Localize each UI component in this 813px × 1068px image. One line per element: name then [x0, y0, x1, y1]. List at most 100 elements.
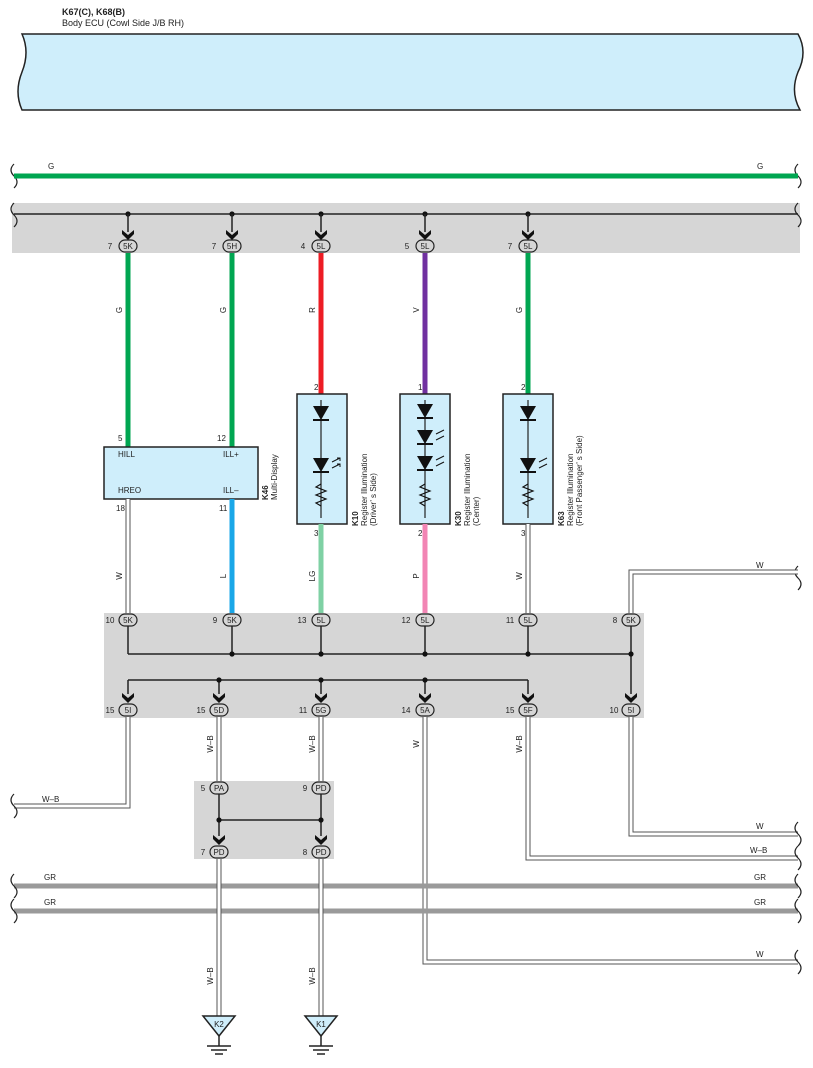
svg-text:15: 15 [506, 706, 515, 715]
svg-text:Register Illumination: Register Illumination [360, 454, 369, 526]
md-illm: ILL– [223, 486, 239, 495]
register-k10 [296, 393, 348, 525]
register-k63 [502, 393, 554, 525]
svg-text:5K: 5K [626, 616, 636, 625]
svg-text:4: 4 [301, 242, 306, 251]
svg-text:8: 8 [303, 848, 308, 857]
svg-text:5K: 5K [227, 616, 237, 625]
mid-top-connectors: 5K 10 5K 9 5L 13 5L 12 5L 11 5K 8 [106, 613, 641, 627]
svg-text:5H: 5H [227, 242, 237, 251]
svg-text:R: R [308, 307, 317, 313]
svg-text:G: G [515, 307, 524, 313]
svg-text:W: W [412, 740, 421, 748]
wire-label-hreo: W [115, 572, 124, 580]
svg-text:5L: 5L [317, 242, 326, 251]
svg-text:7: 7 [508, 242, 513, 251]
svg-text:10: 10 [106, 616, 115, 625]
svg-text:G: G [115, 307, 124, 313]
ground-k1-label: K1 [316, 1020, 326, 1029]
upper-wire-labels: G G R V G [115, 307, 524, 313]
svg-text:PA: PA [214, 784, 225, 793]
md-pin-illp: 12 [217, 434, 226, 443]
wire-label-k10: LG [308, 571, 317, 582]
svg-text:G: G [219, 307, 228, 313]
wire-label-k63: W [515, 572, 524, 580]
svg-text:1: 1 [418, 383, 423, 392]
ground-k2-label: K2 [214, 1020, 224, 1029]
svg-text:11: 11 [506, 616, 515, 625]
svg-text:7: 7 [108, 242, 113, 251]
ecu-code: K67(C), K68(B) [62, 7, 126, 17]
wire-label-k30: P [412, 573, 421, 578]
upper-connector-2: 5L 4 [301, 239, 331, 253]
upper-junction-band [12, 203, 800, 253]
md-illp: ILL+ [223, 450, 239, 459]
wire-w-right-top [629, 570, 798, 613]
gr2-label-left: GR [44, 898, 56, 907]
svg-text:(Driver’ s Side): (Driver’ s Side) [369, 473, 378, 526]
svg-text:3: 3 [314, 529, 319, 538]
svg-text:Register Illumination: Register Illumination [566, 454, 575, 526]
mid-internal-wiring [127, 626, 632, 694]
upper-connector-4: 5L 7 [508, 239, 538, 253]
body-ecu-box [17, 33, 804, 111]
svg-text:5L: 5L [524, 242, 533, 251]
svg-text:10: 10 [610, 706, 619, 715]
svg-text:W–B: W–B [206, 735, 215, 752]
svg-text:5A: 5A [420, 706, 430, 715]
svg-text:W: W [756, 822, 764, 831]
svg-text:V: V [412, 307, 421, 313]
gr1-label-left: GR [44, 873, 56, 882]
break-mark [10, 202, 18, 228]
register-k30 [399, 393, 451, 525]
md-hreo: HREO [118, 486, 141, 495]
svg-text:7: 7 [201, 848, 206, 857]
svg-text:15: 15 [197, 706, 206, 715]
ecu-name: Body ECU (Cowl Side J/B RH) [62, 18, 185, 28]
md-pin-hreo: 18 [116, 504, 125, 513]
svg-text:PD: PD [315, 848, 326, 857]
svg-text:(Front Passenger’ s Side): (Front Passenger’ s Side) [575, 435, 584, 526]
gr-buses [10, 873, 802, 924]
svg-text:W–B: W–B [750, 846, 767, 855]
small-jb-wiring [218, 794, 322, 836]
svg-text:7: 7 [212, 242, 217, 251]
mid-junction-dots [216, 651, 634, 683]
g-bus-label-left: G [48, 162, 54, 171]
wire-w-right-top-outline [628, 569, 798, 613]
svg-text:5L: 5L [524, 616, 533, 625]
register-labels: 2 3 K10 Register Illumination (Driver’ s… [314, 383, 584, 538]
svg-text:K30: K30 [454, 511, 463, 526]
svg-text:5: 5 [201, 784, 206, 793]
svg-text:W–B: W–B [515, 735, 524, 752]
svg-text:5: 5 [405, 242, 410, 251]
svg-text:15: 15 [106, 706, 115, 715]
md-hill: HILL [118, 450, 135, 459]
ground-k1-icon: K1 [303, 1015, 339, 1055]
multi-display-box [103, 446, 259, 500]
outgoing-wire-labels: W W–B W–B W–B W–B W W–B W [42, 735, 767, 959]
svg-text:5I: 5I [125, 706, 132, 715]
gr2-label-right: GR [754, 898, 766, 907]
svg-text:5G: 5G [316, 706, 327, 715]
svg-text:12: 12 [402, 616, 411, 625]
svg-text:11: 11 [299, 706, 308, 715]
upper-taps [122, 211, 534, 240]
svg-text:PD: PD [315, 784, 326, 793]
wire-label-right-top: W [756, 561, 764, 570]
upper-connector-3: 5L 5 [405, 239, 435, 253]
svg-text:PD: PD [213, 848, 224, 857]
svg-text:2: 2 [418, 529, 423, 538]
mid-bottom-connectors: 5I 15 5D 15 5G 11 5A 14 5F 15 5I 10 [106, 703, 641, 717]
svg-text:3: 3 [521, 529, 526, 538]
svg-text:K10: K10 [351, 511, 360, 526]
small-jb-connectors: PA 5 PD 9 PD 7 PD 8 [201, 781, 331, 859]
svg-text:W–B: W–B [42, 795, 59, 804]
md-code: K46 [261, 485, 270, 500]
wire-label-illm: L [219, 573, 228, 578]
svg-text:K63: K63 [557, 511, 566, 526]
svg-text:2: 2 [521, 383, 526, 392]
svg-text:9: 9 [213, 616, 218, 625]
upper-connector-1: 5H 7 [212, 239, 242, 253]
svg-text:W: W [756, 950, 764, 959]
